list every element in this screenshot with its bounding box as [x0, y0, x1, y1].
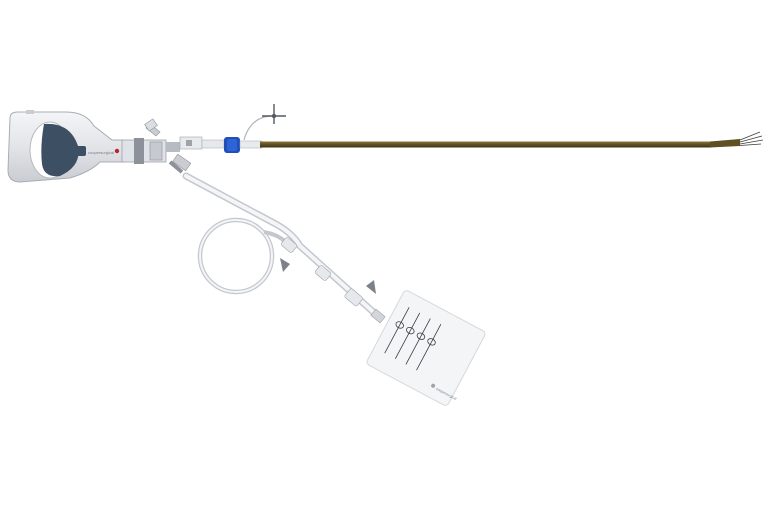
- blue-connector: [224, 137, 263, 153]
- catheter-shaft: [260, 131, 764, 148]
- label-card: coopersurgical: [366, 290, 486, 406]
- card-logo-icon: [431, 383, 436, 388]
- hub-assembly: [121, 118, 225, 164]
- handle: coopersurgical: [7, 110, 125, 183]
- shaft-tip: [739, 131, 764, 146]
- stopcock-valve: [243, 104, 286, 141]
- tubing: [168, 153, 386, 324]
- flow-clamp: [280, 258, 290, 272]
- brand-logo-icon: [114, 148, 120, 154]
- handle-grip: [41, 123, 79, 177]
- handle-brand-mark: coopersurgical: [88, 150, 114, 155]
